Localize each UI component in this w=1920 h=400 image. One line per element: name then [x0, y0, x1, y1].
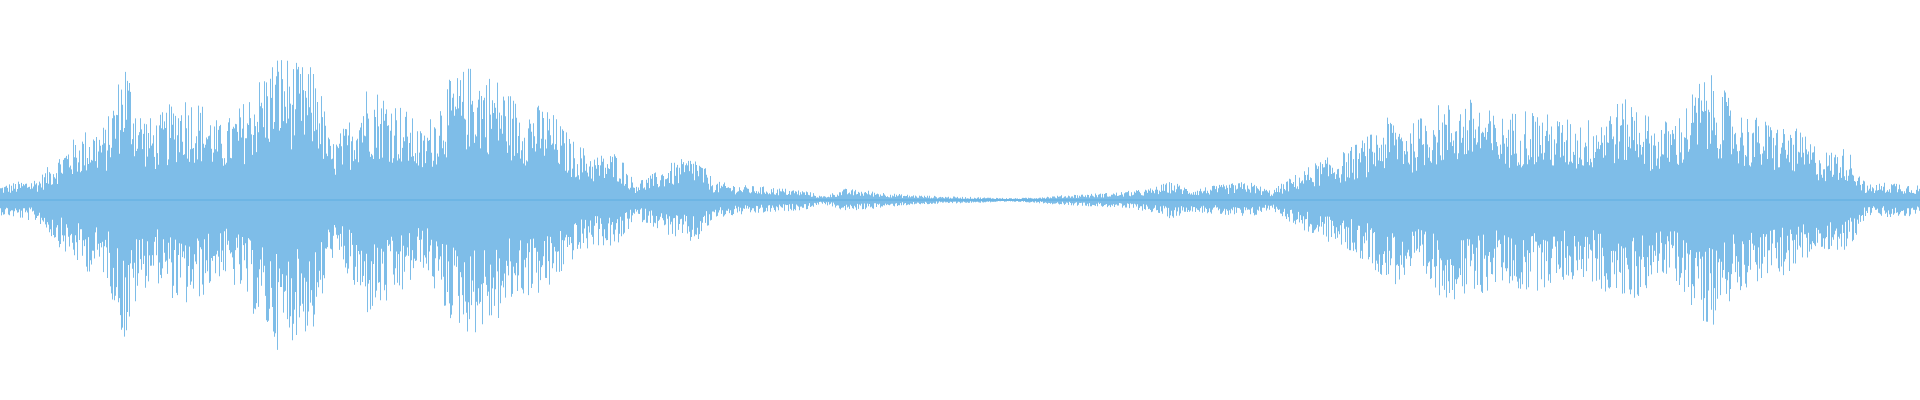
waveform-samples — [0, 60, 1920, 350]
